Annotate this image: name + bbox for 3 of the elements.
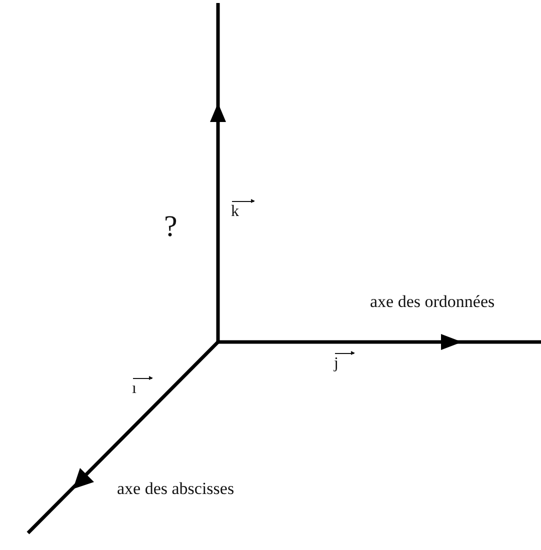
axis-label: axe des ordonnées — [370, 293, 495, 312]
axis-label: axe des abscisses — [117, 480, 234, 499]
question-mark: ? — [164, 210, 178, 243]
